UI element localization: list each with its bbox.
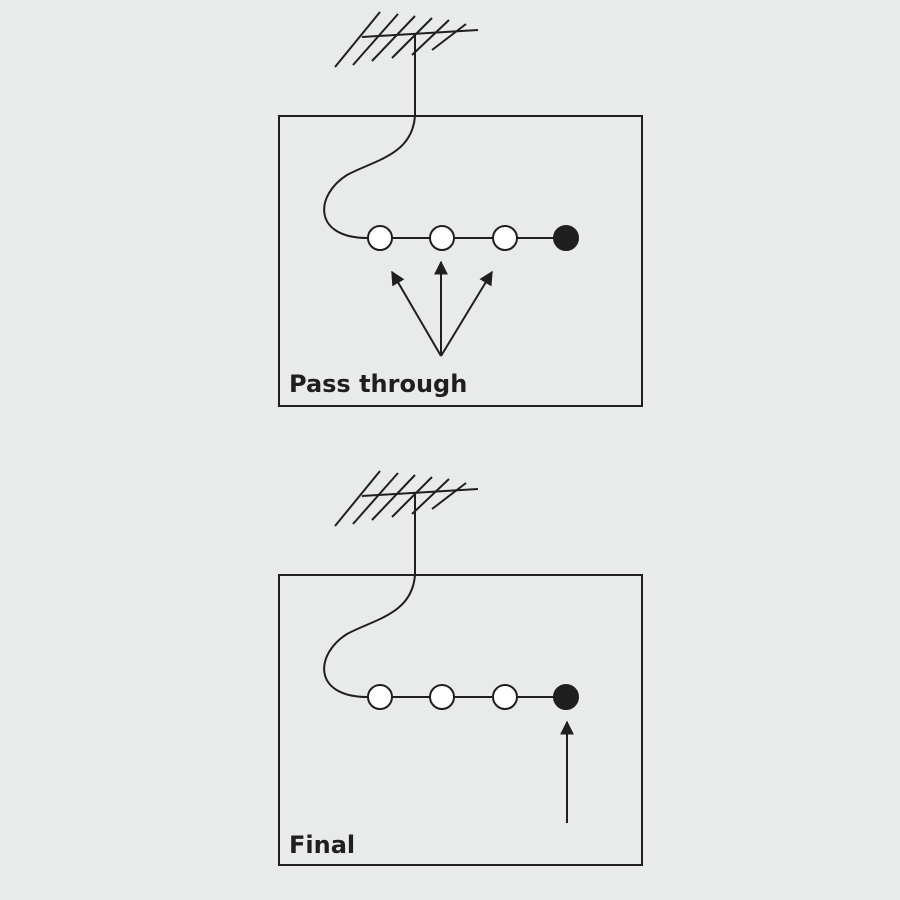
ceiling-anchor xyxy=(334,11,479,68)
open-node xyxy=(367,684,393,710)
open-node xyxy=(492,684,518,710)
curved-wire xyxy=(323,115,416,239)
arrow-to-node-1 xyxy=(391,270,442,357)
filled-node xyxy=(553,684,579,710)
open-node xyxy=(367,225,393,251)
open-node xyxy=(429,684,455,710)
panel-frame xyxy=(278,115,643,407)
arrow-to-node-3 xyxy=(440,270,493,357)
open-node xyxy=(492,225,518,251)
filled-node xyxy=(553,225,579,251)
panel-final: Final xyxy=(278,470,643,866)
panel-pass-through: Pass through xyxy=(278,11,643,407)
curved-wire xyxy=(323,574,416,698)
panel-frame xyxy=(278,574,643,866)
ceiling-anchor xyxy=(334,470,479,527)
panel-label: Pass through xyxy=(289,370,467,398)
open-node xyxy=(429,225,455,251)
panel-label: Final xyxy=(289,831,355,859)
